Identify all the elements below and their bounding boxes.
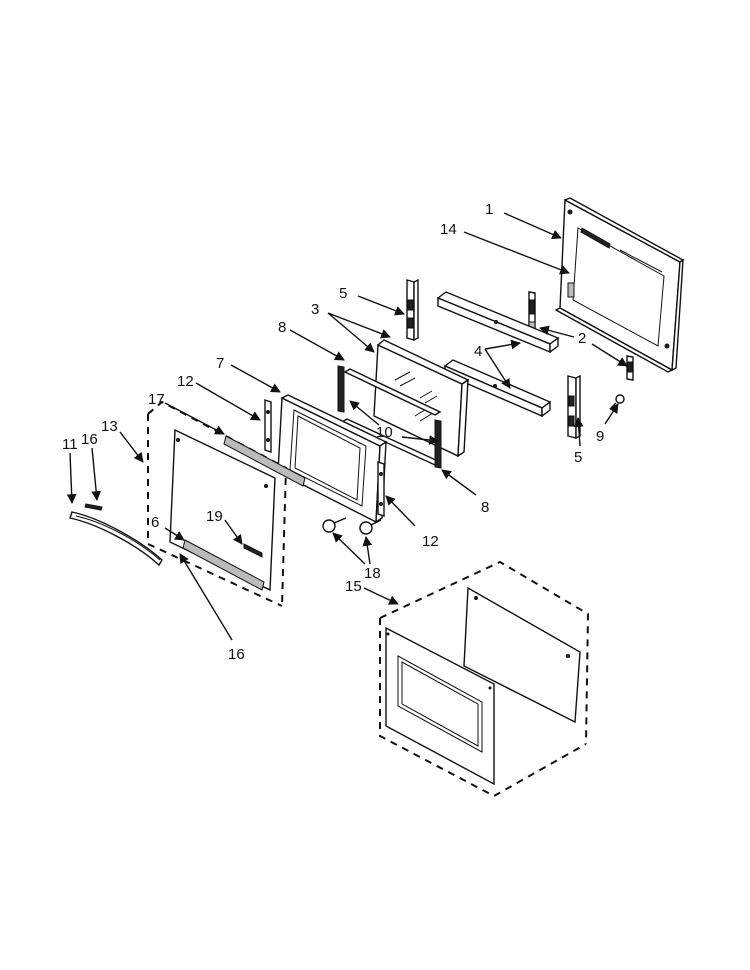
leader-lines bbox=[66, 212, 628, 641]
part-outer-door-panel bbox=[554, 197, 685, 373]
callout-7: 7 bbox=[216, 355, 224, 372]
part-door-assembly-box bbox=[379, 560, 590, 798]
part-glass-pack bbox=[340, 368, 442, 469]
part-vent-trim-bottom bbox=[182, 539, 265, 591]
part-inner-door-frame bbox=[277, 394, 388, 524]
callout-19: 19 bbox=[206, 508, 223, 525]
part-side-trim-right bbox=[377, 461, 385, 517]
callout-6: 6 bbox=[151, 514, 159, 531]
callout-17: 17 bbox=[148, 391, 165, 408]
callout-2: 2 bbox=[578, 330, 586, 347]
callout-13: 13 bbox=[101, 418, 118, 435]
part-side-trim-left bbox=[264, 399, 272, 453]
callout-4: 4 bbox=[474, 343, 482, 360]
part-bolts bbox=[322, 517, 382, 535]
callout-5-upper: 5 bbox=[339, 285, 347, 302]
part-door-assembly-outline bbox=[147, 400, 288, 607]
part-hinge-bracket-upper bbox=[406, 278, 419, 342]
callout-8-upper: 8 bbox=[278, 319, 286, 336]
callout-10: 10 bbox=[376, 424, 393, 441]
callout-8-lower: 8 bbox=[481, 499, 489, 516]
callout-labels: 1 14 5 3 8 2 4 7 12 17 10 9 5 13 16 11 8… bbox=[62, 201, 604, 663]
part-hinge-upper bbox=[528, 291, 536, 331]
callout-11: 11 bbox=[62, 436, 78, 453]
part-model-label bbox=[243, 543, 263, 558]
part-door-channel-upper bbox=[436, 291, 560, 354]
callout-14: 14 bbox=[440, 221, 457, 238]
callout-16-lower: 16 bbox=[228, 646, 245, 663]
callout-16-upper: 16 bbox=[81, 431, 98, 448]
part-hinge-lower bbox=[626, 355, 634, 381]
part-glass-retainer-strip-left bbox=[337, 365, 345, 413]
callout-1: 1 bbox=[485, 201, 493, 218]
callout-9: 9 bbox=[596, 428, 604, 445]
part-handle-spacer bbox=[84, 503, 103, 511]
callout-5-lower: 5 bbox=[574, 449, 582, 466]
callout-15: 15 bbox=[345, 578, 362, 595]
part-door-handle bbox=[69, 511, 163, 567]
callout-12-left: 12 bbox=[177, 373, 194, 390]
part-vent-trim-top bbox=[223, 435, 306, 487]
callout-3: 3 bbox=[311, 301, 319, 318]
callout-12-right: 12 bbox=[422, 533, 439, 550]
callout-18: 18 bbox=[364, 565, 381, 582]
